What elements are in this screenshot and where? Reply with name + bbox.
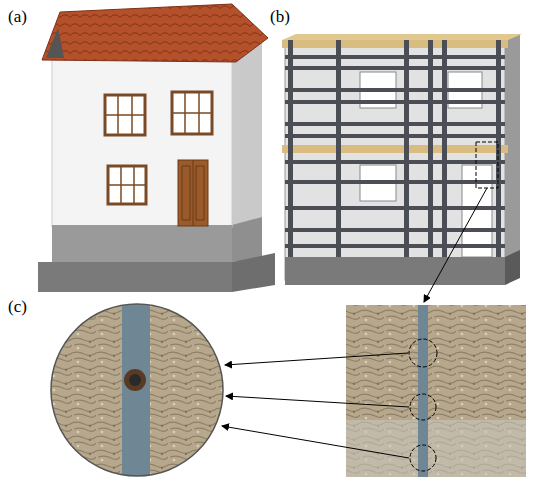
panel-label: (c) <box>8 298 27 315</box>
panel-label: (b) <box>270 8 290 25</box>
panel-label: (a) <box>8 8 27 25</box>
house-drawing <box>38 4 275 292</box>
photo-closeup <box>50 300 526 480</box>
wall-structure <box>282 34 522 302</box>
